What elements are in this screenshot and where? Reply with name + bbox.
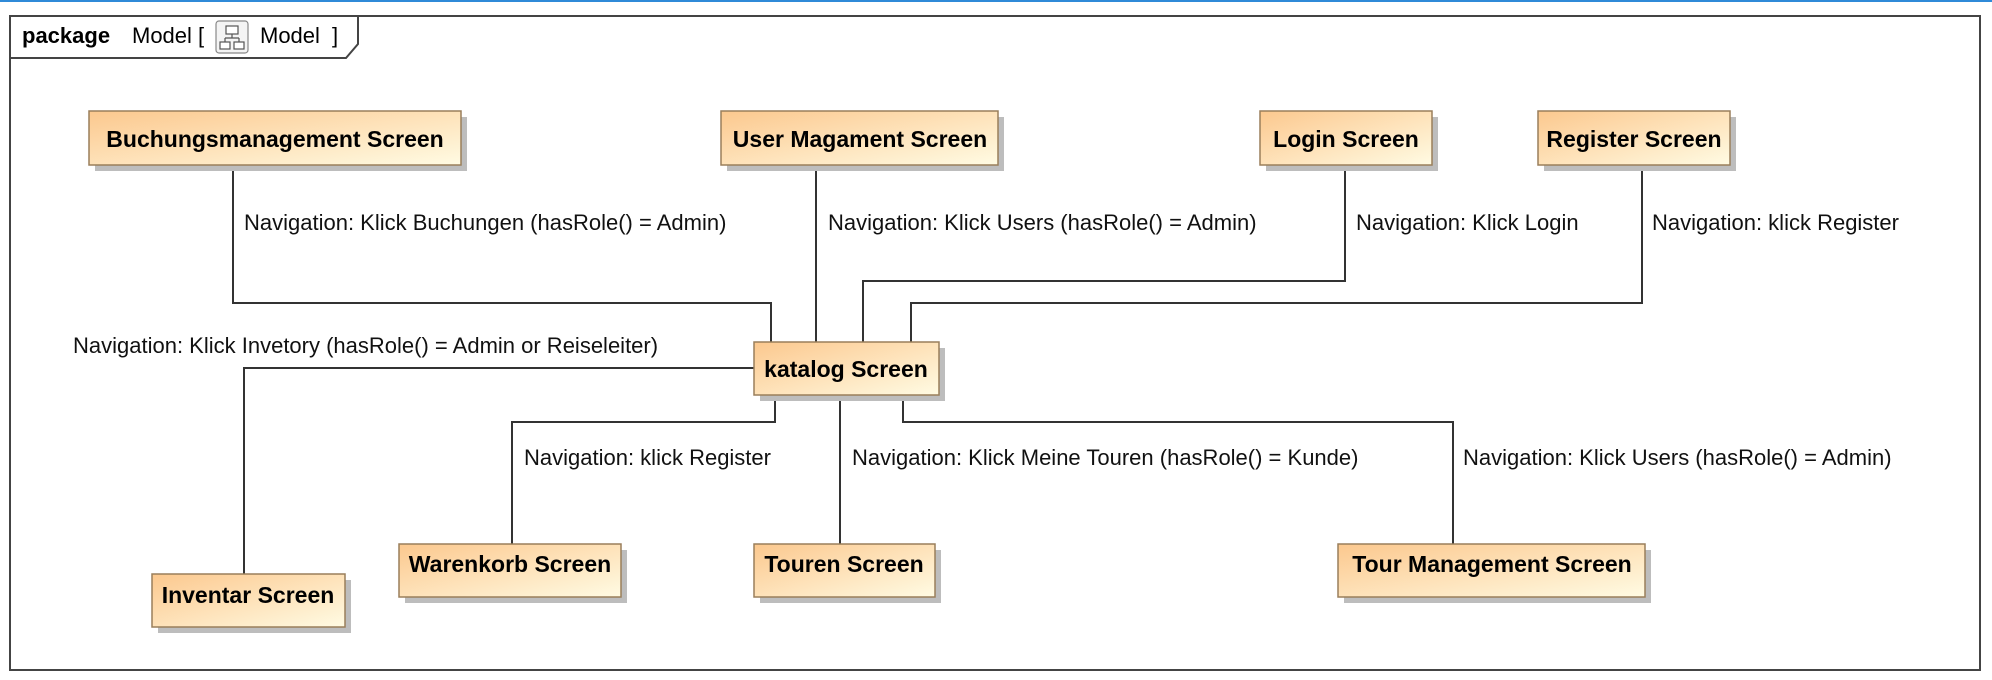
- node-touren-screen[interactable]: Touren Screen: [753, 543, 941, 603]
- edge-line-tour-management[interactable]: [902, 395, 1454, 544]
- frame-open-bracket: [: [198, 23, 204, 48]
- node-box: [1259, 110, 1433, 166]
- edge-label-inventar: Navigation: Klick Invetory (hasRole() = …: [73, 333, 658, 358]
- node-box: [398, 543, 622, 598]
- node-box: [753, 543, 936, 598]
- edge-line-warenkorb[interactable]: [511, 395, 776, 544]
- node-box: [88, 110, 462, 166]
- node-box: [720, 110, 999, 166]
- node-box: [151, 573, 346, 628]
- edge-line-inventar[interactable]: [243, 367, 754, 574]
- edge-line-register[interactable]: [910, 165, 1643, 342]
- window-top-border: [0, 0, 1992, 2]
- edge-label-login: Navigation: Klick Login: [1356, 210, 1579, 235]
- frame-keyword: package: [22, 23, 110, 48]
- node-label-warenkorb: Warenkorb Screen: [409, 551, 611, 577]
- node-box: [753, 341, 940, 396]
- frame-diagram-name: Model: [260, 23, 320, 48]
- node-warenkorb-screen[interactable]: Warenkorb Screen: [398, 543, 627, 603]
- node-label-touren: Touren Screen: [764, 551, 923, 577]
- node-box: [1537, 110, 1731, 166]
- package-diagram-icon: [215, 20, 249, 54]
- edge-label-user-management: Navigation: Klick Users (hasRole() = Adm…: [828, 210, 1257, 235]
- node-user-management-screen[interactable]: User Magament Screen: [720, 110, 1004, 171]
- edge-label-touren: Navigation: Klick Meine Touren (hasRole(…: [852, 445, 1358, 470]
- node-tour-management-screen[interactable]: Tour Management Screen: [1337, 543, 1651, 603]
- frame-name: Model: [132, 23, 192, 48]
- node-login-screen[interactable]: Login Screen: [1259, 110, 1438, 171]
- node-label-buchungsmanagement: Buchungsmanagement Screen: [106, 126, 443, 152]
- node-label-katalog: katalog Screen: [764, 356, 928, 382]
- node-inventar-screen[interactable]: Inventar Screen: [151, 573, 351, 633]
- node-label-login: Login Screen: [1273, 126, 1419, 152]
- node-buchungsmanagement-screen[interactable]: Buchungsmanagement Screen: [88, 110, 467, 171]
- node-label-tour-management: Tour Management Screen: [1352, 551, 1631, 577]
- edge-label-buchungsmanagement: Navigation: Klick Buchungen (hasRole() =…: [244, 210, 726, 235]
- node-label-inventar: Inventar Screen: [162, 582, 335, 608]
- edge-line-login[interactable]: [862, 165, 1346, 342]
- edge-label-tour-management: Navigation: Klick Users (hasRole() = Adm…: [1463, 445, 1892, 470]
- edge-labels: Navigation: Klick Buchungen (hasRole() =…: [73, 210, 1899, 470]
- edge-label-warenkorb: Navigation: klick Register: [524, 445, 771, 470]
- node-box: [1337, 543, 1646, 598]
- frame-tab: [9, 15, 359, 59]
- edges: [232, 165, 1643, 574]
- node-katalog-screen[interactable]: katalog Screen: [753, 341, 945, 401]
- edge-line-buchungsmanagement[interactable]: [232, 165, 772, 342]
- node-label-register: Register Screen: [1546, 126, 1721, 152]
- frame-close-bracket: ]: [332, 23, 338, 48]
- edge-label-register: Navigation: klick Register: [1652, 210, 1899, 235]
- node-register-screen[interactable]: Register Screen: [1537, 110, 1736, 171]
- node-label-user-management: User Magament Screen: [733, 126, 987, 152]
